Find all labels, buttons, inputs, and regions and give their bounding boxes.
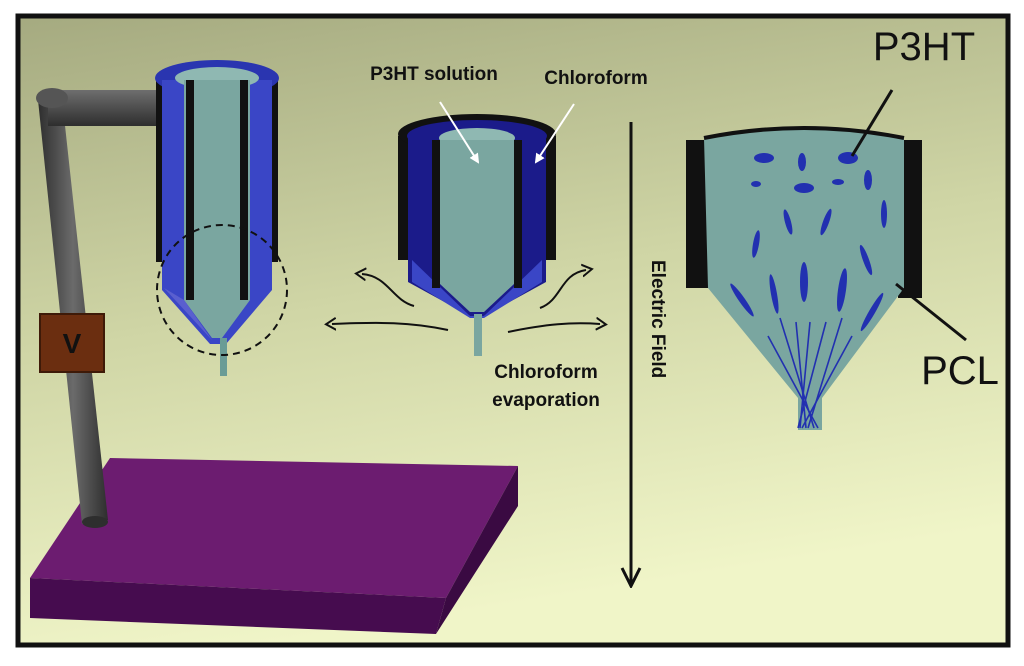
p3ht-particle [751, 181, 761, 187]
stand-pole [38, 98, 108, 524]
chloroform-arrow [534, 103, 575, 164]
base-side-face [436, 466, 518, 634]
p3ht-solution-arrow [439, 101, 480, 164]
voltage-source: V [39, 313, 105, 373]
middle-tip-shell [412, 260, 542, 318]
left-wall-right [240, 80, 248, 300]
chloroform-label: Chloroform [544, 68, 647, 89]
voltage-label: V [63, 328, 82, 359]
fiber-strand [801, 335, 853, 429]
left-core [184, 80, 250, 338]
fiber-strand [797, 321, 827, 429]
p3ht-particle [864, 170, 872, 190]
voltage-box [39, 313, 105, 373]
p3ht-particle [836, 268, 848, 312]
stand-joint [36, 88, 68, 108]
middle-spinneret [398, 114, 556, 356]
p3ht-label: P3HT [873, 25, 975, 69]
converging-fibers [767, 317, 853, 429]
evap-arrow-upper-right [539, 270, 586, 309]
evaporation-label-line1: Chloroform [494, 362, 597, 383]
evaporation-arrows [332, 270, 600, 333]
left-wall-left [186, 80, 194, 300]
electric-field-label: Electric Field [647, 260, 668, 378]
p3ht-solution-label: P3HT solution [370, 64, 498, 85]
middle-wall-left [432, 140, 440, 288]
p3ht-particle [769, 274, 779, 314]
p3ht-particle [860, 292, 884, 332]
p3ht-particle [859, 244, 873, 276]
left-spinneret [155, 60, 288, 376]
p3ht-particle [881, 200, 887, 228]
zoom-top-edge [703, 126, 905, 140]
p3ht-particle [832, 179, 844, 185]
evaporation-label-line2: evaporation [492, 390, 600, 411]
p3ht-particle [730, 283, 754, 317]
base-top-face [30, 458, 518, 598]
middle-core [440, 140, 514, 312]
left-jet [220, 338, 227, 376]
fiber-strand [795, 321, 807, 429]
fiber-strand [807, 317, 843, 429]
evap-arrow-lower-left [332, 323, 449, 331]
middle-jet [474, 314, 482, 356]
evap-arrow-upper-left [362, 274, 415, 307]
p3ht-pointer [850, 89, 894, 157]
p3ht-particles [730, 152, 887, 332]
pcl-pointer [895, 282, 967, 342]
p3ht-particle [800, 262, 808, 302]
fiber-strand [799, 321, 811, 429]
zoom-circle [156, 224, 288, 356]
p3ht-particle [754, 153, 774, 163]
pcl-label: PCL [921, 349, 999, 393]
zoom-sheath-left [686, 140, 708, 288]
stand [36, 88, 160, 528]
base-front-face [30, 578, 446, 634]
p3ht-particle [820, 208, 832, 236]
evap-arrow-lower-right [507, 323, 600, 333]
pole-foot [82, 516, 108, 528]
zoomed-jet [686, 126, 922, 430]
collector-base [30, 458, 518, 634]
p3ht-particle [798, 153, 806, 171]
p3ht-particle [794, 183, 814, 193]
left-tip-shade [164, 288, 212, 340]
p3ht-particle [783, 209, 793, 235]
p3ht-particle [752, 230, 760, 258]
middle-wall-right [514, 140, 522, 288]
